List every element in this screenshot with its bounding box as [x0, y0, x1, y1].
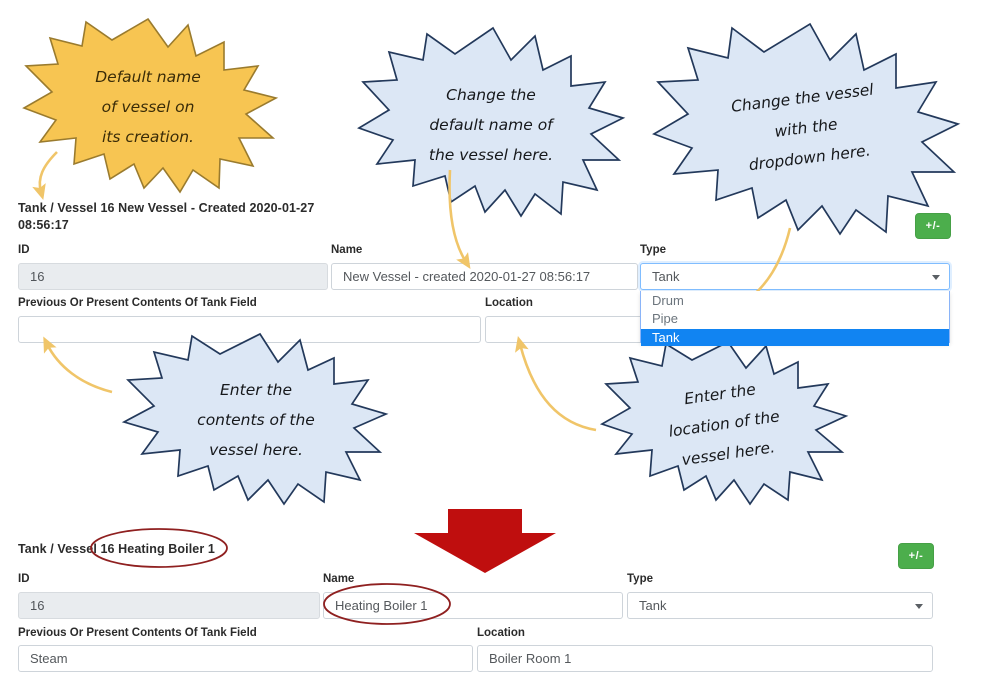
top-add-remove-button[interactable]: +/-: [915, 213, 951, 239]
bottom-form-title: Tank / Vessel 16 Heating Boiler 1: [18, 542, 215, 556]
top-type-dropdown-list[interactable]: Drum Pipe Tank: [640, 291, 950, 346]
callout-enter-location: Enter the location of the vessel here.: [599, 340, 849, 506]
bottom-type-select-value: Tank: [639, 598, 667, 613]
bottom-add-remove-button[interactable]: +/-: [898, 543, 934, 569]
bottom-label-location: Location: [477, 627, 525, 639]
dropdown-option-drum[interactable]: Drum: [652, 293, 684, 308]
starburst-shape-blue: [652, 22, 961, 236]
callout-change-vessel-dropdown: Change the vessel with the dropdown here…: [650, 22, 962, 236]
callout-default-name: Default name of vessel on its creation.: [18, 16, 279, 194]
starburst-shape-blue: [599, 340, 849, 506]
starburst-shape-gold: [22, 17, 279, 194]
top-type-select[interactable]: Tank: [640, 263, 950, 290]
top-form-title: Tank / Vessel 16 New Vessel - Created 20…: [18, 201, 315, 232]
top-label-type: Type: [640, 244, 666, 256]
starburst-shape-blue: [357, 26, 626, 218]
bottom-label-id: ID: [18, 573, 30, 585]
bottom-name-field[interactable]: Heating Boiler 1: [323, 592, 623, 619]
top-label-contents: Previous Or Present Contents Of Tank Fie…: [18, 297, 257, 309]
bottom-contents-field[interactable]: Steam: [18, 645, 473, 672]
bottom-type-select[interactable]: Tank: [627, 592, 933, 619]
red-down-arrow: [414, 509, 556, 573]
top-label-name: Name: [331, 244, 363, 256]
top-label-id: ID: [18, 244, 30, 256]
top-label-location: Location: [485, 297, 533, 309]
chevron-down-icon: [915, 603, 923, 609]
top-name-field[interactable]: New Vessel - created 2020-01-27 08:56:17: [331, 263, 638, 290]
arrow-enter-contents: [43, 336, 113, 394]
starburst-shape-blue: [121, 332, 389, 506]
bottom-label-name: Name: [323, 573, 355, 585]
bottom-label-contents: Previous Or Present Contents Of Tank Fie…: [18, 627, 257, 639]
dropdown-option-tank[interactable]: Tank: [641, 329, 949, 346]
top-id-field[interactable]: 16: [18, 263, 328, 290]
bottom-location-field[interactable]: Boiler Room 1: [477, 645, 933, 672]
arrow-enter-location: [515, 335, 597, 432]
bottom-label-type: Type: [627, 573, 653, 585]
dropdown-option-pipe[interactable]: Pipe: [652, 311, 679, 326]
bottom-id-field[interactable]: 16: [18, 592, 320, 619]
top-type-select-value: Tank: [652, 269, 680, 284]
callout-enter-contents: Enter the contents of the vessel here.: [121, 332, 390, 506]
chevron-down-icon: [932, 274, 940, 280]
callout-change-default-name: Change the default name of the vessel he…: [357, 26, 626, 218]
